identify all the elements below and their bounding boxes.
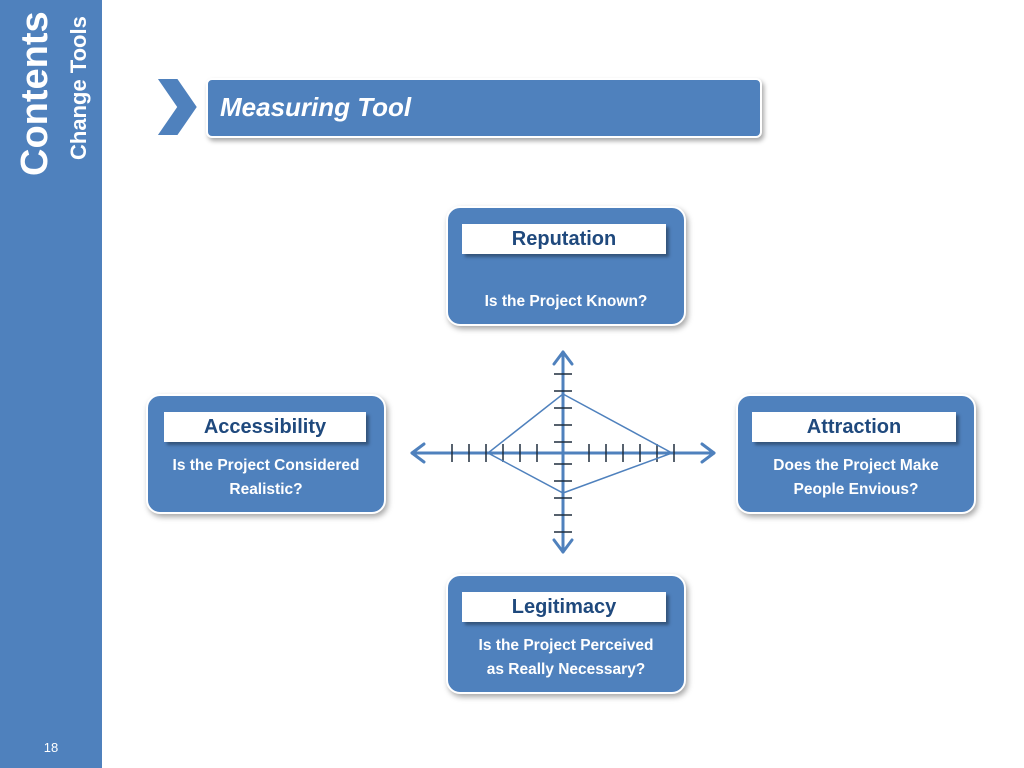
attraction-question-line2: People Envious? xyxy=(793,481,919,498)
accessibility-card: Accessibility Is the Project Considered … xyxy=(146,394,386,514)
profile-diamond xyxy=(486,393,674,494)
arrow-left-icon xyxy=(410,442,426,464)
legitimacy-question-line2: as Really Necessary? xyxy=(486,661,646,678)
attraction-label: Attraction xyxy=(752,412,956,442)
legitimacy-card: Legitimacy Is the Project Perceived as R… xyxy=(446,574,686,694)
accessibility-question-line1: Is the Project Considered xyxy=(172,457,360,474)
reputation-question: Is the Project Known? xyxy=(484,293,648,310)
accessibility-label: Accessibility xyxy=(164,412,366,442)
reputation-label: Reputation xyxy=(462,224,666,254)
chevron-right-icon xyxy=(154,77,200,137)
sidebar-title: Contents xyxy=(14,11,56,176)
legitimacy-question-line1: Is the Project Perceived xyxy=(478,637,654,654)
page-number: 18 xyxy=(43,740,59,755)
attraction-question-line1: Does the Project Make xyxy=(773,457,939,474)
sidebar: Contents Change Tools 18 xyxy=(0,0,102,768)
attraction-card: Attraction Does the Project Make People … xyxy=(736,394,976,514)
arrow-up-icon xyxy=(552,350,574,366)
arrow-right-icon xyxy=(700,442,716,464)
arrow-down-icon xyxy=(552,538,574,554)
axis-ticks xyxy=(451,373,675,533)
legitimacy-label: Legitimacy xyxy=(462,592,666,622)
measuring-diagram xyxy=(410,350,716,554)
page-title: Measuring Tool xyxy=(220,92,412,122)
sidebar-subtitle: Change Tools xyxy=(66,16,91,160)
title-bar: Measuring Tool xyxy=(206,78,762,138)
reputation-card: Reputation Is the Project Known? xyxy=(446,206,686,326)
accessibility-question-line2: Realistic? xyxy=(229,481,303,498)
sidebar-titles: Contents Change Tools xyxy=(0,0,102,180)
